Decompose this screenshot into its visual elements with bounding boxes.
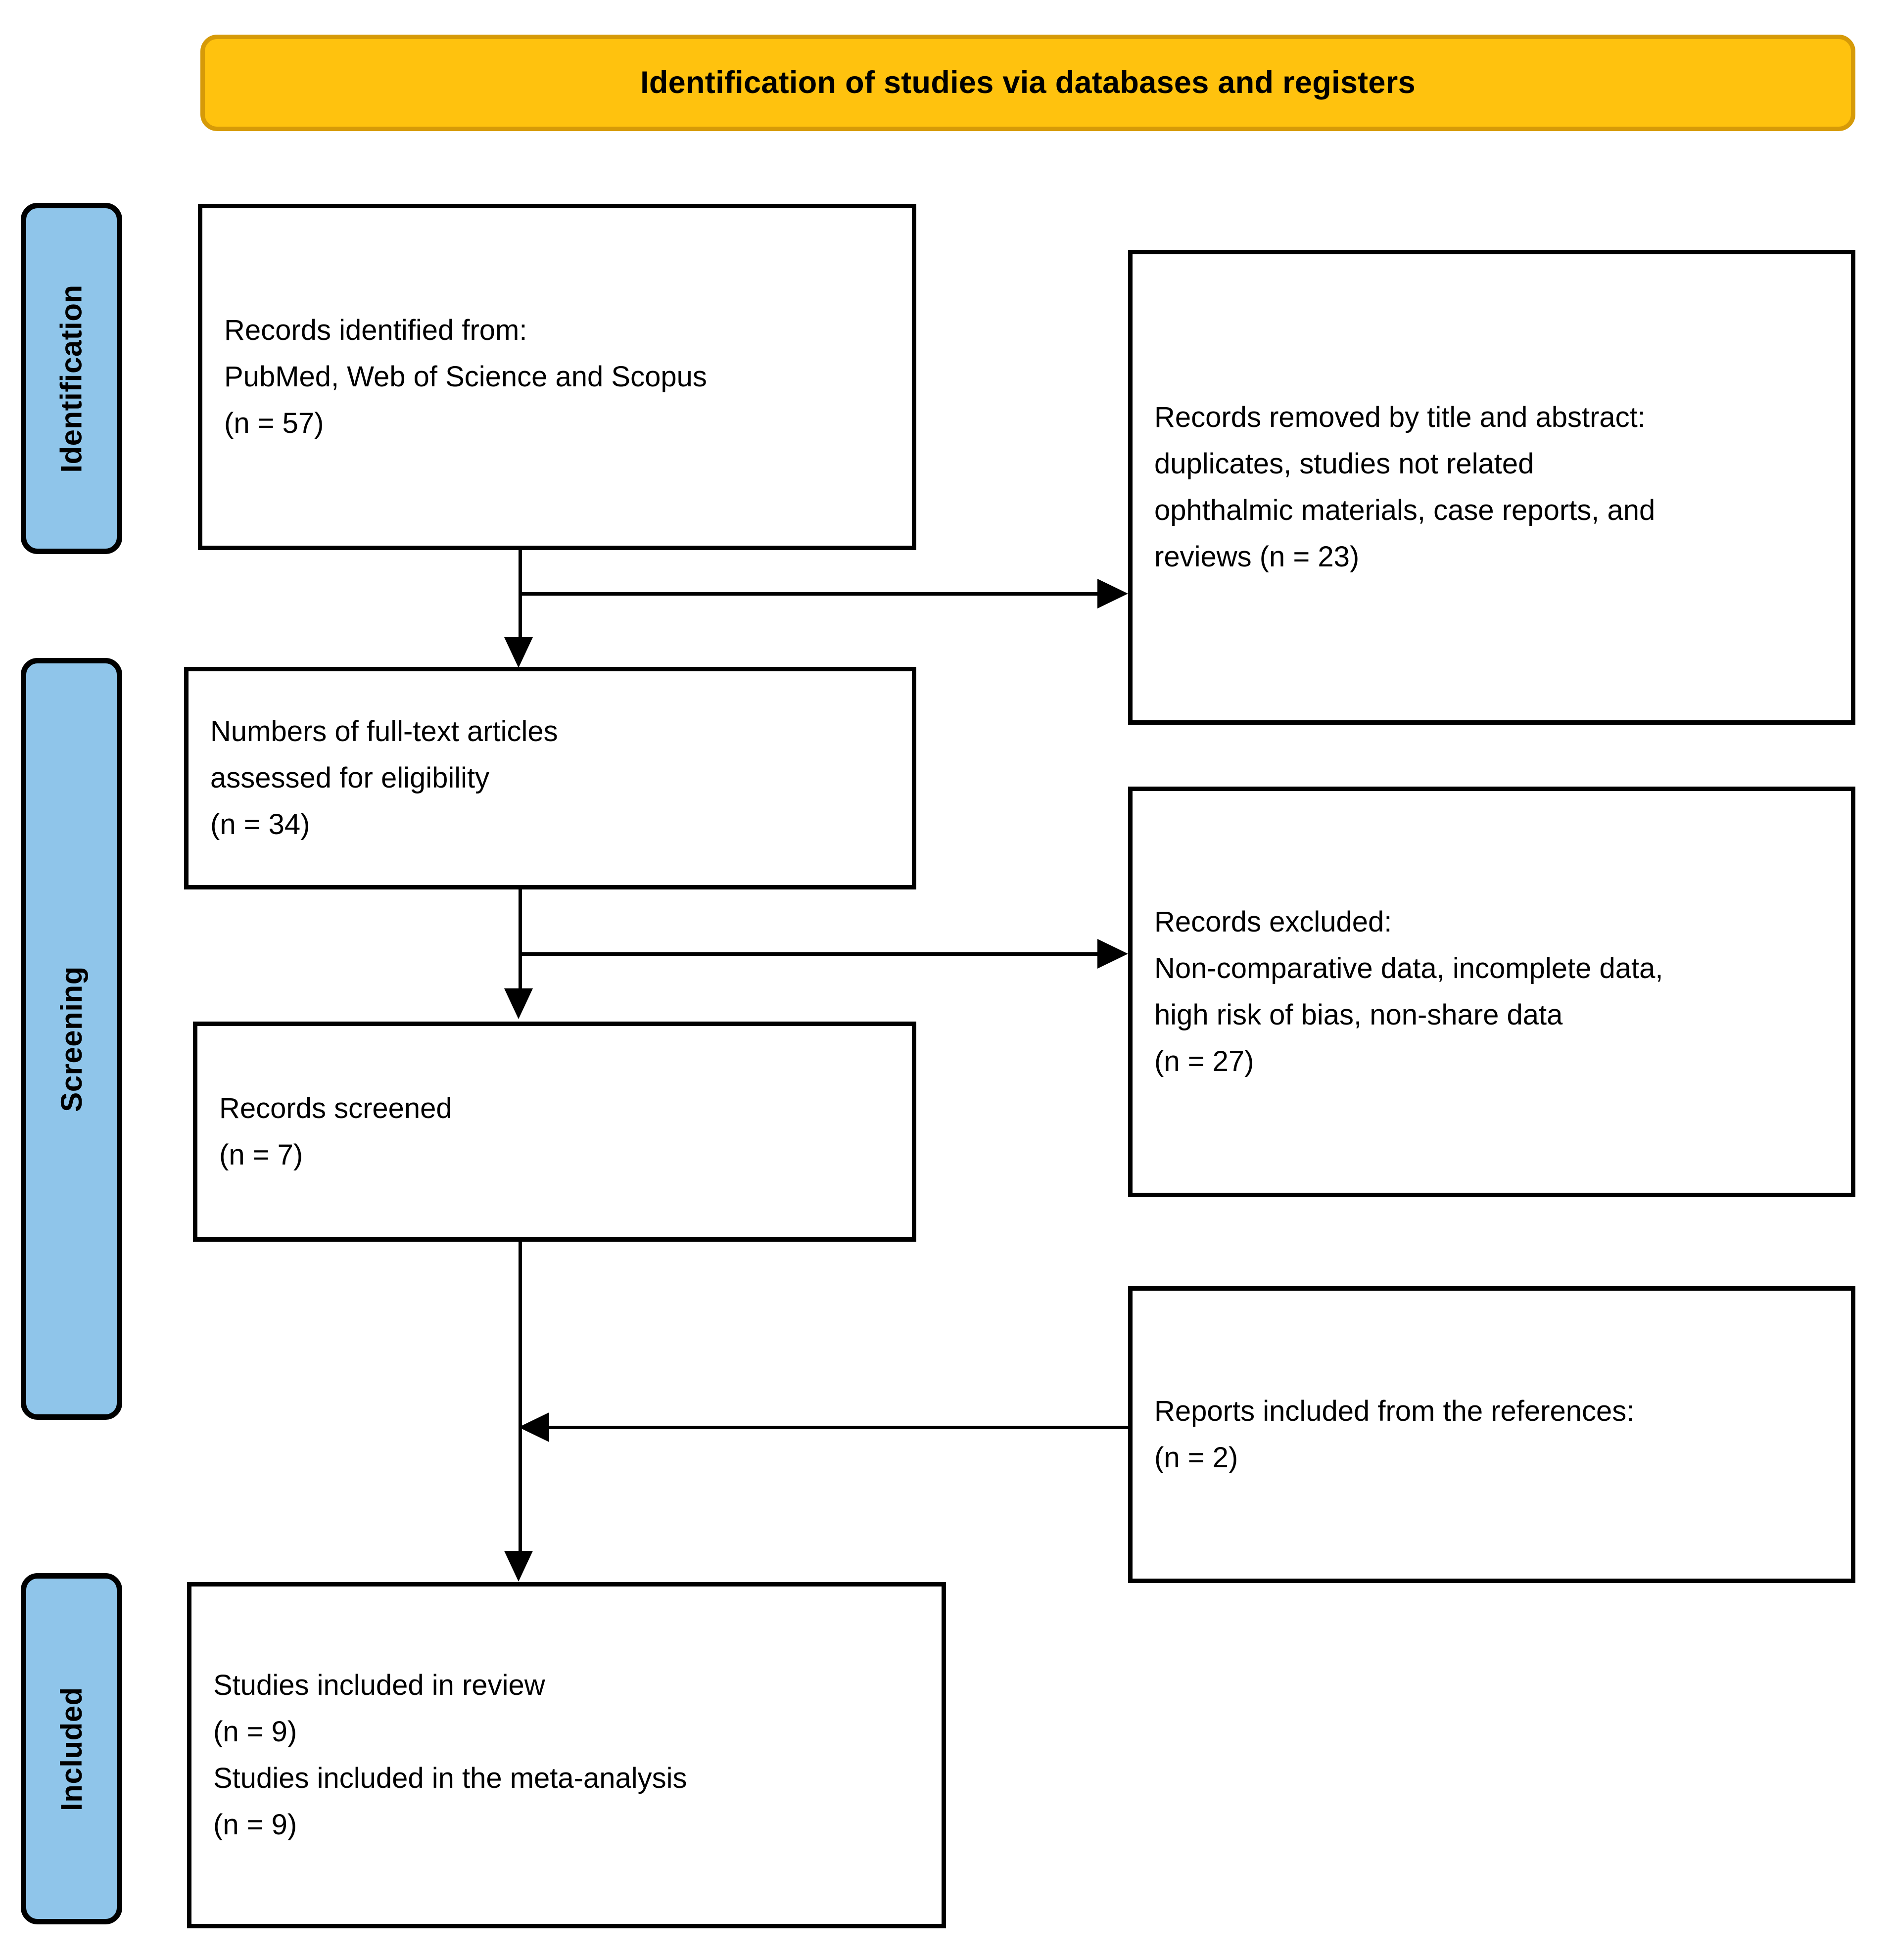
connector-fulltext-to-screened-line xyxy=(519,889,522,988)
box-records-identified: Records identified from: PubMed, Web of … xyxy=(198,204,916,550)
connector-identified-to-removed-line xyxy=(519,592,1097,596)
records-removed-line1: Records removed by title and abstract: xyxy=(1154,401,1646,434)
connector-references-to-included-line xyxy=(549,1426,1129,1429)
stage-label-screening: Screening xyxy=(55,966,89,1112)
studies-included-line2: (n = 9) xyxy=(213,1716,297,1748)
records-screened-line1: Records screened xyxy=(219,1092,452,1124)
reports-from-references-line1: Reports included from the references: xyxy=(1154,1395,1635,1428)
records-excluded-line1: Records excluded: xyxy=(1154,906,1392,938)
box-records-removed: Records removed by title and abstract: d… xyxy=(1128,250,1855,725)
box-reports-from-references: Reports included from the references: (n… xyxy=(1128,1286,1855,1583)
records-removed-line2: duplicates, studies not related xyxy=(1154,448,1534,480)
stage-pill-included: Included xyxy=(21,1573,122,1924)
stage-pill-screening: Screening xyxy=(21,658,122,1420)
records-identified-line3: (n = 57) xyxy=(224,407,324,439)
connector-fulltext-to-excluded-line xyxy=(519,952,1097,956)
records-removed-line4: reviews (n = 23) xyxy=(1154,540,1360,573)
connector-identified-to-fulltext-arrow xyxy=(504,637,533,668)
full-text-assessed-line3: (n = 34) xyxy=(210,808,310,840)
records-identified-line1: Records identified from: xyxy=(224,314,527,347)
records-removed-line3: ophthalmic materials, case reports, and xyxy=(1154,494,1656,526)
studies-included-line1: Studies included in review xyxy=(213,1669,545,1702)
box-records-screened: Records screened (n = 7) xyxy=(193,1022,916,1242)
connector-screened-to-included-arrow xyxy=(504,1551,533,1582)
banner-title: Identification of studies via databases … xyxy=(640,65,1416,100)
records-excluded-line2: Non-comparative data, incomplete data, xyxy=(1154,952,1663,985)
records-identified-line2: PubMed, Web of Science and Scopus xyxy=(224,361,707,393)
connector-fulltext-to-screened-arrow xyxy=(504,988,533,1019)
studies-included-line4: (n = 9) xyxy=(213,1808,297,1841)
box-records-excluded: Records excluded: Non-comparative data, … xyxy=(1128,787,1855,1197)
records-excluded-line4: (n = 27) xyxy=(1154,1045,1254,1077)
box-studies-included: Studies included in review (n = 9) Studi… xyxy=(187,1582,946,1928)
records-excluded-line3: high risk of bias, non-share data xyxy=(1154,999,1563,1031)
connector-screened-to-included-line xyxy=(519,1242,522,1551)
studies-included-line3: Studies included in the meta-analysis xyxy=(213,1762,687,1794)
header-banner: Identification of studies via databases … xyxy=(200,35,1855,131)
stage-label-identification: Identification xyxy=(55,284,88,473)
connector-fulltext-to-excluded-arrow xyxy=(1097,939,1128,969)
box-full-text-assessed: Numbers of full-text articles assessed f… xyxy=(184,667,916,889)
connector-identified-to-removed-arrow xyxy=(1097,579,1128,608)
connector-references-to-included-arrow xyxy=(519,1412,549,1442)
records-screened-line2: (n = 7) xyxy=(219,1138,303,1171)
stage-label-included: Included xyxy=(55,1686,88,1811)
reports-from-references-line2: (n = 2) xyxy=(1154,1442,1238,1474)
stage-pill-identification: Identification xyxy=(21,203,122,554)
full-text-assessed-line2: assessed for eligibility xyxy=(210,762,490,794)
full-text-assessed-line1: Numbers of full-text articles xyxy=(210,715,558,748)
